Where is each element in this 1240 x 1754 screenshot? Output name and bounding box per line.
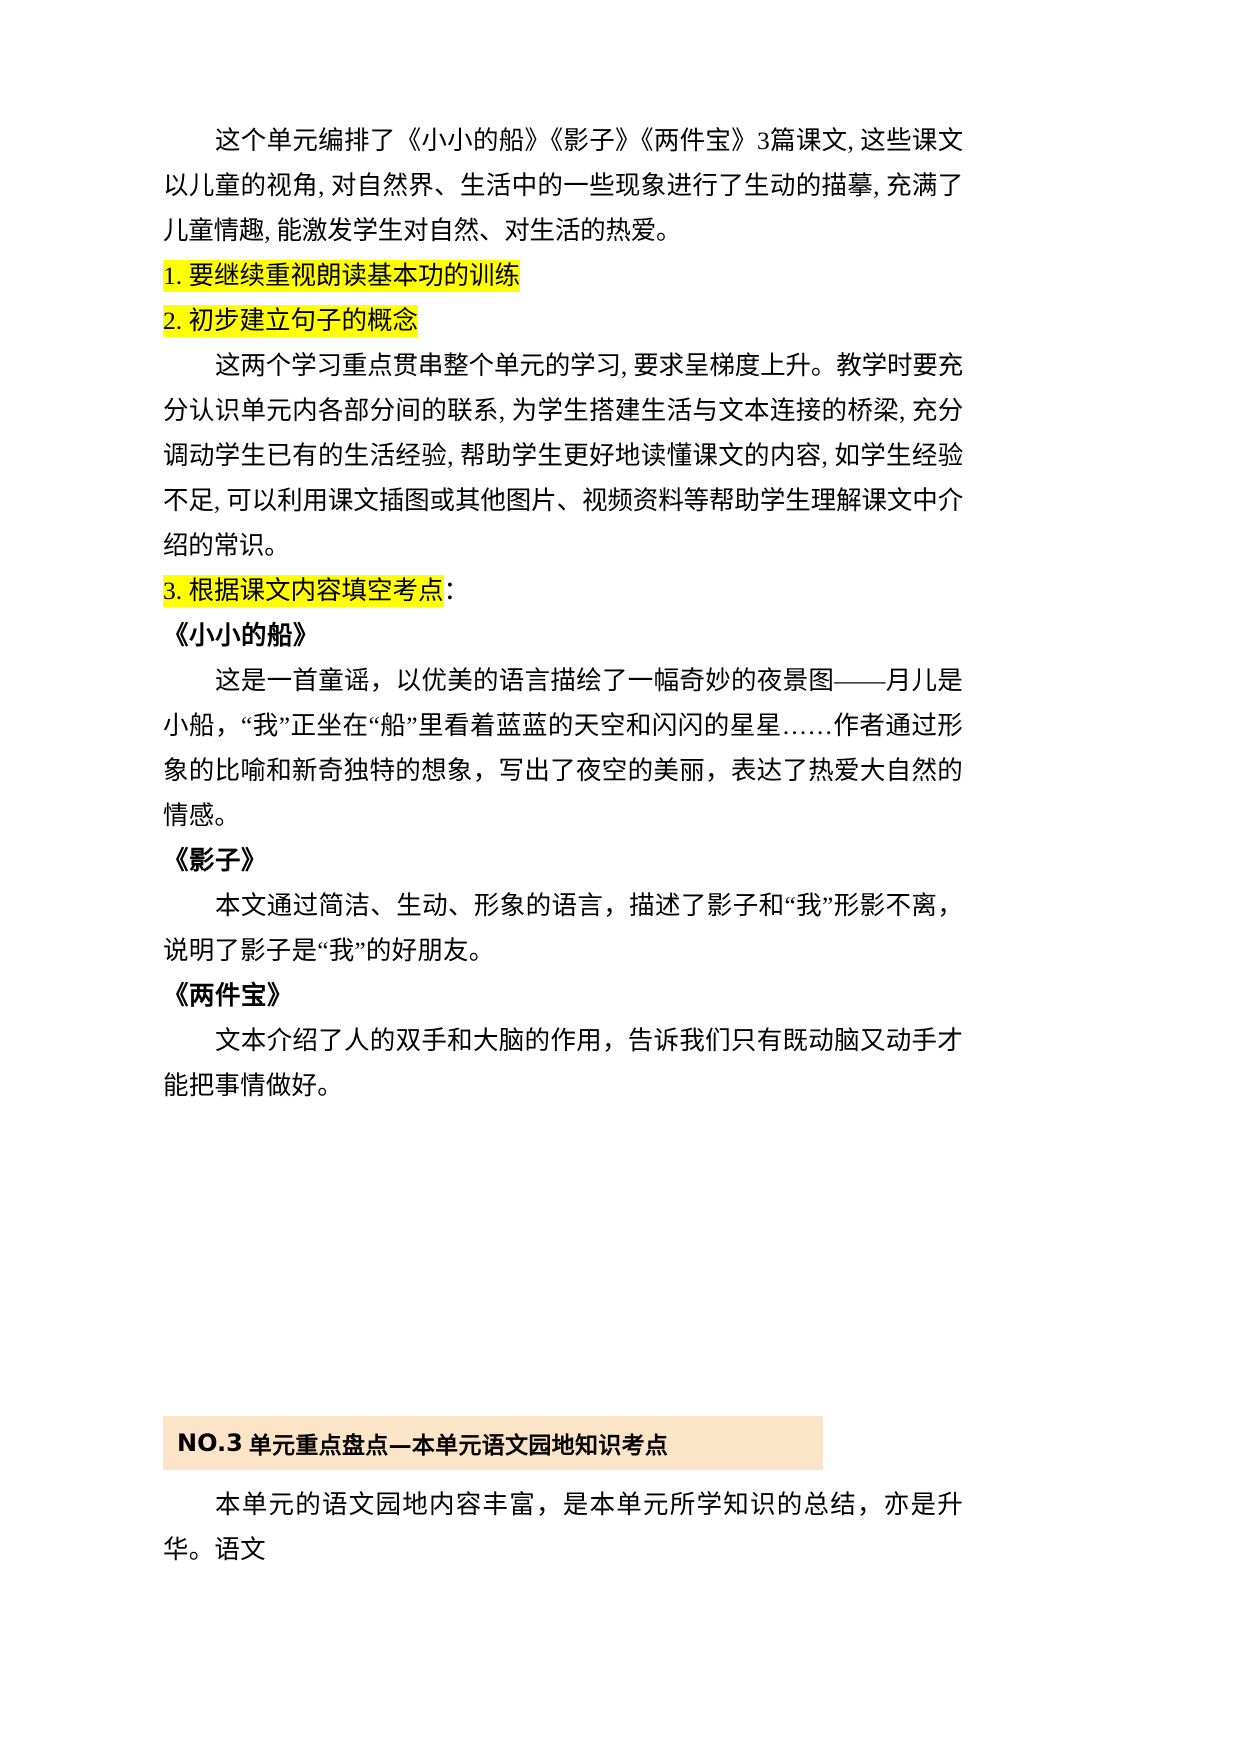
lesson-title-liangjianbao: 《两件宝》 <box>163 981 294 1010</box>
closing-paragraph: 本单元的语文园地内容丰富，是本单元所学知识的总结，亦是升华。语文 <box>163 1490 963 1564</box>
document-body: 这个单元编排了《小小的船》《影子》《两件宝》3篇课文, 这些课文以儿童的视角, … <box>163 118 963 1572</box>
highlight-point-2-text: 2. 初步建立句子的概念 <box>163 305 419 337</box>
section-banner-no3: NO.3 单元重点盘点—本单元语文园地知识考点 <box>163 1416 823 1470</box>
lesson-body-liangjianbao: 文本介绍了人的双手和大脑的作用，告诉我们只有既动脑又动手才能把事情做好。 <box>163 1026 963 1100</box>
lesson-title-xiaoxiaodechuan: 《小小的船》 <box>163 621 320 650</box>
teaching-paragraph: 这两个学习重点贯串整个单元的学习, 要求呈梯度上升。教学时要充分认识单元内各部分… <box>163 351 963 560</box>
highlight-point-3-text: 3. 根据课文内容填空考点 <box>163 575 444 607</box>
highlight-point-2: 2. 初步建立句子的概念 <box>163 298 963 343</box>
banner-title: 单元重点盘点—本单元语文园地知识考点 <box>248 1433 669 1459</box>
section-spacer <box>163 1108 963 1408</box>
highlight-point-3-trailing: ： <box>443 576 470 605</box>
highlight-point-1-text: 1. 要继续重视朗读基本功的训练 <box>163 260 521 292</box>
banner-number: NO.3 <box>177 1429 243 1457</box>
highlight-point-3: 3. 根据课文内容填空考点： <box>163 568 963 613</box>
lesson-body-xiaoxiaodechuan: 这是一首童谣，以优美的语言描绘了一幅奇妙的夜景图——月儿是小船，“我”正坐在“船… <box>163 666 963 830</box>
lesson-title-yingzi: 《影子》 <box>163 846 268 875</box>
lesson-body-yingzi: 本文通过简洁、生动、形象的语言，描述了影子和“我”形影不离，说明了影子是“我”的… <box>163 891 963 965</box>
highlight-point-1: 1. 要继续重视朗读基本功的训练 <box>163 253 963 298</box>
intro-paragraph: 这个单元编排了《小小的船》《影子》《两件宝》3篇课文, 这些课文以儿童的视角, … <box>163 126 963 245</box>
